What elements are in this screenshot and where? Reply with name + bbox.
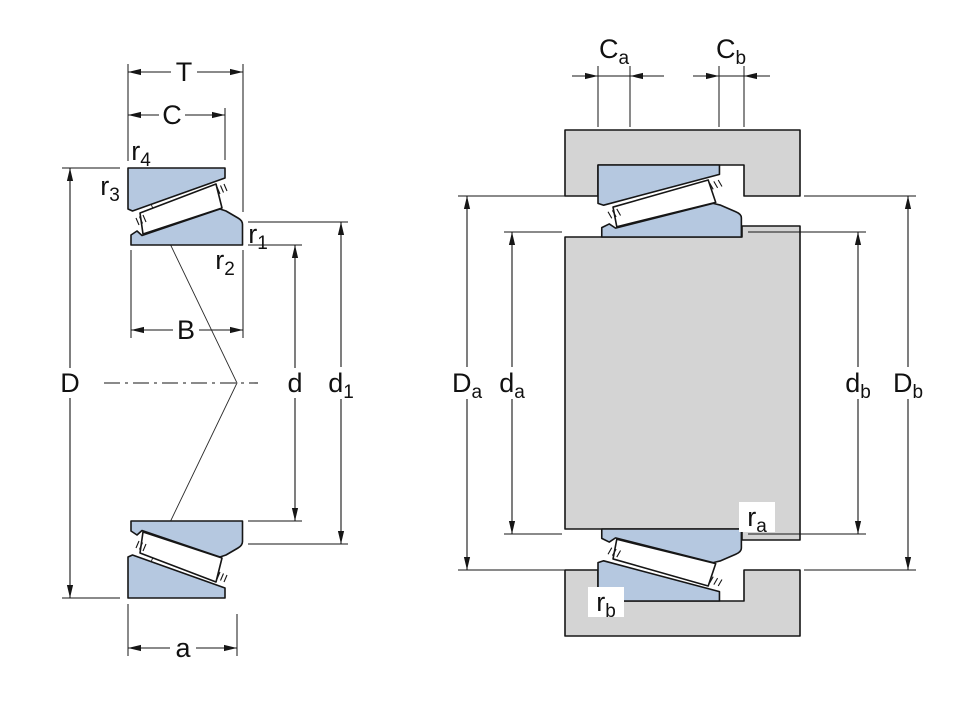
label-bg	[321, 367, 361, 399]
dim-label-a: a	[175, 633, 191, 663]
dim-label-D: D	[60, 368, 80, 398]
dim-label-Cb: Cb	[716, 34, 746, 69]
dim-label-da: da	[499, 368, 525, 403]
dim-label-Ca: Ca	[599, 34, 630, 69]
dim-label-r3: r3	[100, 171, 120, 206]
label-bg	[170, 633, 196, 663]
dim-label-r1: r1	[248, 219, 268, 254]
dim-d: d	[248, 244, 308, 522]
dim-da: da	[492, 231, 562, 535]
dim-label-d: d	[287, 368, 302, 398]
dim-Cb: Cb	[693, 34, 770, 127]
dim-label-ra: ra	[747, 502, 767, 537]
bearing-section-right-top	[596, 163, 743, 239]
label-bg	[739, 502, 775, 532]
label-bg	[159, 100, 185, 130]
dim-d1: d1	[248, 221, 361, 545]
dim-a: a	[127, 604, 238, 663]
label-bg	[447, 367, 487, 399]
label-bg	[588, 587, 624, 617]
dim-Da: Da	[447, 195, 572, 571]
dim-label-d1: d1	[328, 368, 354, 403]
dim-rb: rb	[588, 587, 624, 622]
dim-T: T	[127, 57, 244, 212]
housing-bottom-block	[564, 569, 801, 637]
dim-Db: Db	[804, 195, 928, 571]
label-bg	[838, 367, 878, 399]
dim-C: C	[128, 100, 226, 160]
bearing-section-left-top	[127, 167, 244, 246]
right-view-mounted-section	[564, 129, 801, 637]
label-bg	[492, 367, 532, 399]
shaft	[564, 225, 801, 541]
dim-label-B: B	[177, 315, 195, 345]
bearing-section-left-bottom	[127, 520, 244, 599]
dim-D: D	[57, 167, 120, 599]
dim-db: db	[748, 231, 878, 535]
dim-label-T: T	[176, 57, 193, 87]
dim-label-Da: Da	[452, 368, 483, 403]
dim-B: B	[130, 250, 244, 345]
pressure-center-construction-line	[147, 197, 238, 569]
label-bg	[173, 315, 199, 345]
dim-ra: ra	[739, 502, 775, 537]
dim-label-Db: Db	[893, 368, 923, 403]
dim-label-rb: rb	[596, 587, 616, 622]
dim-label-C: C	[162, 100, 182, 130]
label-bg	[171, 57, 197, 87]
left-view-cross-section	[104, 167, 258, 599]
dim-Ca: Ca	[572, 34, 664, 127]
housing-top-block	[564, 129, 801, 197]
label-bg	[282, 368, 308, 398]
label-bg	[888, 367, 928, 399]
label-bg	[57, 368, 83, 398]
dim-label-r4: r4	[131, 136, 151, 171]
dim-label-r2: r2	[215, 245, 235, 280]
dim-label-db: db	[845, 368, 871, 403]
